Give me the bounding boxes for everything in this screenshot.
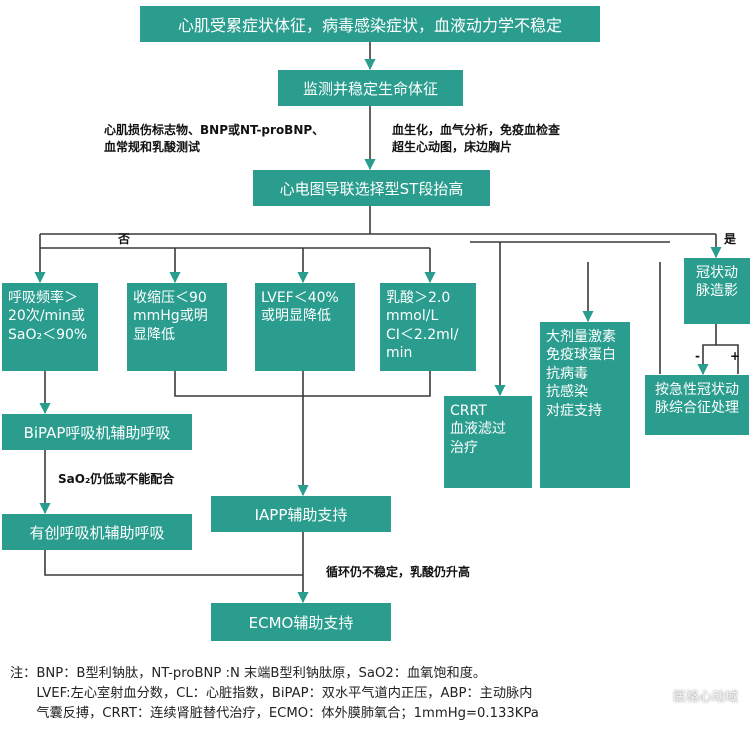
label-circulation-condition: 循环仍不稳定，乳酸仍升高 [326, 565, 471, 579]
node-resp-rate: 呼吸频率＞ 20次/min或 SaO₂＜90% [2, 283, 98, 371]
footnote: 注：BNP：B型利钠肽，NT-proBNP :N 末端B型利钠肽原，SaO2：血… [10, 666, 539, 721]
watermark: 医格心动域 [672, 690, 738, 705]
node-ecmo: ECMO辅助支持 [211, 603, 391, 641]
node-top-symptoms: 心肌受累症状体征，病毒感染症状，血液动力学不稳定 [140, 6, 600, 42]
label-plus: + [730, 349, 741, 363]
label-sao2-condition: SaO₂仍低或不能配合 [58, 472, 175, 486]
label-left-tests: 心肌损伤标志物、BNP或NT-proBNP、 血常规和乳酸测试 [104, 123, 325, 155]
node-invasive-ventilation: 有创呼吸机辅助呼吸 [2, 514, 192, 550]
node-lactate: 乳酸＞2.0 mmol/L CI＜2.2ml/ min [380, 283, 476, 371]
node-drug-therapy: 大剂量激素 免疫球蛋白 抗病毒 抗感染 对症支持 [540, 322, 630, 488]
conn-invasive-ecmo [44, 550, 303, 576]
label-right-tests: 血生化，血气分析，免疫血检查 超生心动图，床边胸片 [392, 123, 561, 155]
label-no: 否 [118, 232, 131, 246]
conn-coronary-split [697, 324, 717, 376]
node-iapp: IAPP辅助支持 [211, 496, 391, 532]
node-bipap: BiPAP呼吸机辅助呼吸 [2, 414, 192, 450]
node-ecg-st-elevation: 心电图导联选择型ST段抬高 [253, 170, 490, 206]
node-crrt: CRRT 血液滤过 治疗 [444, 396, 532, 488]
node-systolic-bp: 收缩压＜90 mmHg或明 显降低 [127, 283, 227, 371]
node-coronary-angiography: 冠状动 脉造影 [684, 258, 750, 324]
node-acs-treatment: 按急性冠状动 脉综合征处理 [645, 375, 749, 435]
node-lvef: LVEF＜40% 或明显降低 [255, 283, 355, 371]
conn-coronary-plus [716, 344, 739, 374]
node-monitor-vitals: 监测并稳定生命体征 [278, 70, 463, 106]
label-yes: 是 [724, 232, 737, 246]
label-minus: - [695, 349, 700, 363]
